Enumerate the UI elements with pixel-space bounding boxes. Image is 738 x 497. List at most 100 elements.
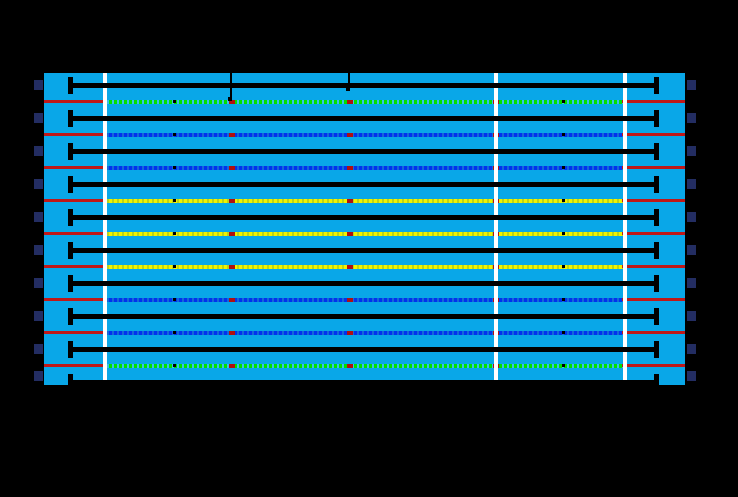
black-point-marker [562,364,565,367]
interval-bar-3 [68,149,659,154]
black-point-marker [562,133,565,136]
interval-bar-9 [68,347,659,352]
red-tail-right-7 [622,298,685,301]
black-point-marker [173,265,176,268]
interval-bar-7-left-cap [68,275,73,292]
red-point-marker [229,232,235,236]
interval-line-yellow-3 [104,265,624,269]
reference-line-white-2 [494,73,498,385]
red-tail-left-1 [44,100,106,103]
interval-bar-3-left-cap [68,143,73,160]
interval-bar-10-left-cap [68,374,73,385]
red-tail-right-2 [622,133,685,136]
interval-bar-6-right-cap [654,242,659,259]
interval-line-blue-1 [104,133,624,137]
black-point-marker [173,364,176,367]
red-tail-left-8 [44,331,106,334]
red-point-marker [229,133,235,137]
red-point-marker [347,265,353,269]
red-point-marker [229,100,235,104]
category-handle-left-3[interactable] [34,146,43,156]
category-handle-right-7[interactable] [687,278,696,288]
category-handle-left-9[interactable] [34,344,43,354]
red-point-marker [229,199,235,203]
black-point-marker [173,232,176,235]
interval-line-blue-4 [104,331,624,335]
interval-bar-8-left-cap [68,308,73,325]
interval-line-green-1 [104,100,624,104]
interval-bar-6 [68,248,659,253]
black-point-marker [562,166,565,169]
plot-area [44,73,685,385]
interval-bar-9-right-cap [654,341,659,358]
black-point-marker [173,331,176,334]
red-tail-left-2 [44,133,106,136]
interval-bar-4-left-cap [68,176,73,193]
interval-line-blue-3 [104,298,624,302]
interval-bar-4 [68,182,659,187]
category-handle-left-1[interactable] [34,80,43,90]
category-handle-left-5[interactable] [34,212,43,222]
interval-bar-7-right-cap [654,275,659,292]
red-point-marker [347,100,353,104]
interval-line-green-2 [104,364,624,368]
interval-bar-8-right-cap [654,308,659,325]
category-handle-right-3[interactable] [687,146,696,156]
interval-bar-4-right-cap [654,176,659,193]
category-handle-right-6[interactable] [687,245,696,255]
red-point-marker [347,166,353,170]
interval-bar-1-right-cap [654,77,659,94]
category-handle-left-4[interactable] [34,179,43,189]
red-tail-right-3 [622,166,685,169]
category-handle-right-2[interactable] [687,113,696,123]
category-handle-left-2[interactable] [34,113,43,123]
interval-bar-8 [68,314,659,319]
interval-bar-5-left-cap [68,209,73,226]
interval-bar-2-right-cap [654,110,659,127]
red-point-marker [229,364,235,368]
reference-line-white-3 [623,73,627,385]
red-point-marker [229,166,235,170]
category-handle-right-9[interactable] [687,344,696,354]
category-handle-left-6[interactable] [34,245,43,255]
red-point-marker [347,298,353,302]
red-tail-left-5 [44,232,106,235]
black-point-marker [562,232,565,235]
interval-line-yellow-1 [104,199,624,203]
interval-bar-9-left-cap [68,341,73,358]
interval-bar-10-right-cap [654,374,659,385]
red-tail-right-9 [622,364,685,367]
category-handle-left-8[interactable] [34,311,43,321]
red-tail-right-6 [622,265,685,268]
category-handle-right-1[interactable] [687,80,696,90]
interval-bar-10 [68,380,659,385]
interval-bar-7 [68,281,659,286]
red-tail-right-1 [622,100,685,103]
black-point-marker [173,133,176,136]
red-point-marker [347,199,353,203]
black-point-marker [173,199,176,202]
category-handle-left-7[interactable] [34,278,43,288]
interval-line-yellow-2 [104,232,624,236]
red-tail-right-5 [622,232,685,235]
black-point-marker [173,298,176,301]
category-handle-right-8[interactable] [687,311,696,321]
interval-line-blue-2 [104,166,624,170]
category-handle-right-10[interactable] [687,371,696,381]
drop-line-1-endpoint [228,97,232,101]
interval-bar-5 [68,215,659,220]
category-handle-right-5[interactable] [687,212,696,222]
category-handle-right-4[interactable] [687,179,696,189]
black-point-marker [562,331,565,334]
red-point-marker [347,232,353,236]
red-point-marker [229,331,235,335]
red-point-marker [347,133,353,137]
reference-line-white-1 [103,73,107,385]
interval-bar-2-left-cap [68,110,73,127]
category-handle-left-10[interactable] [34,371,43,381]
red-tail-right-8 [622,331,685,334]
black-point-marker [562,265,565,268]
red-point-marker [347,364,353,368]
drop-line-2 [348,73,350,89]
red-tail-right-4 [622,199,685,202]
